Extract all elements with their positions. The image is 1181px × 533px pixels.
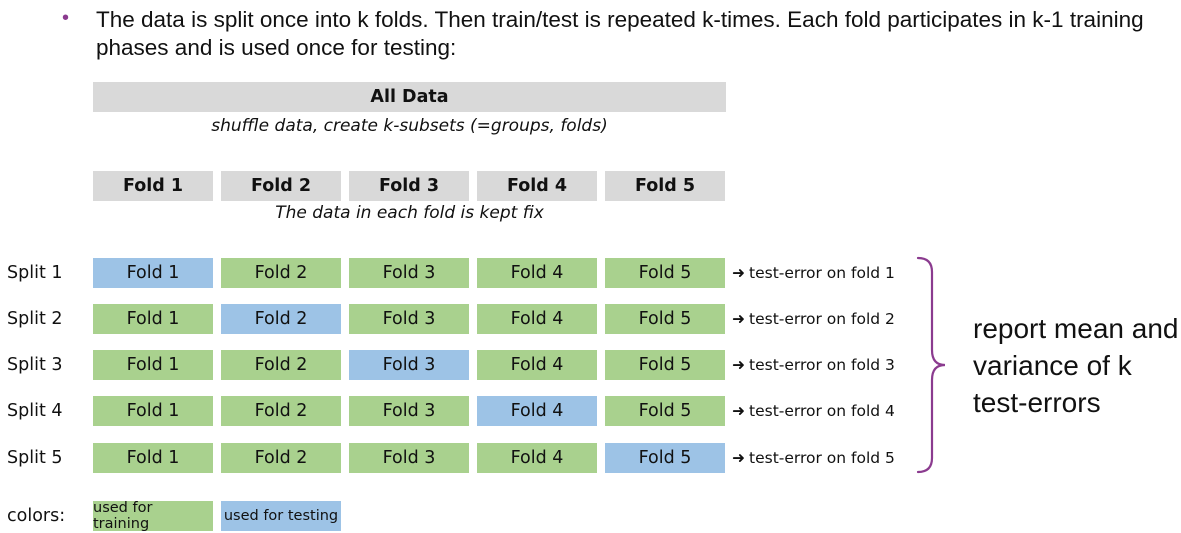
split-1-fold-4-train: Fold 4 — [477, 258, 597, 288]
all-data-bar: All Data — [93, 82, 726, 112]
split-4-fold-1-train: Fold 1 — [93, 396, 213, 426]
fold-header-3: Fold 3 — [349, 171, 469, 201]
bullet-text: The data is split once into k folds. The… — [96, 7, 1144, 60]
split-1-fold-1-test: Fold 1 — [93, 258, 213, 288]
split-5-fold-2-train: Fold 2 — [221, 443, 341, 473]
right-arrow-icon: ➜ — [732, 402, 745, 420]
split-result-text: test-error on fold 3 — [749, 356, 895, 374]
fold-header-1: Fold 1 — [93, 171, 213, 201]
split-result-text: test-error on fold 2 — [749, 310, 895, 328]
split-label-4: Split 4 — [7, 401, 63, 421]
split-3-fold-3-test: Fold 3 — [349, 350, 469, 380]
split-result-text: test-error on fold 4 — [749, 402, 895, 420]
fold-header-2: Fold 2 — [221, 171, 341, 201]
split-result-text: test-error on fold 5 — [749, 449, 895, 467]
split-label-3: Split 3 — [7, 355, 63, 375]
split-result-1: ➜test-error on fold 1 — [732, 258, 895, 288]
legend-testing-swatch: used for testing — [221, 501, 341, 531]
summary-text: report mean and variance of k test-error… — [973, 313, 1179, 418]
split-2-fold-3-train: Fold 3 — [349, 304, 469, 334]
split-label-5: Split 5 — [7, 448, 63, 468]
split-result-4: ➜test-error on fold 4 — [732, 396, 895, 426]
split-5-fold-4-train: Fold 4 — [477, 443, 597, 473]
split-1-fold-5-train: Fold 5 — [605, 258, 725, 288]
bullet-marker: • — [62, 7, 70, 29]
folds-caption: The data in each fold is kept fix — [275, 203, 544, 223]
split-3-fold-4-train: Fold 4 — [477, 350, 597, 380]
split-2-fold-4-train: Fold 4 — [477, 304, 597, 334]
split-2-fold-1-train: Fold 1 — [93, 304, 213, 334]
split-5-fold-1-train: Fold 1 — [93, 443, 213, 473]
fold-header-5: Fold 5 — [605, 171, 725, 201]
right-arrow-icon: ➜ — [732, 310, 745, 328]
split-1-fold-3-train: Fold 3 — [349, 258, 469, 288]
split-result-text: test-error on fold 1 — [749, 264, 895, 282]
split-1-fold-2-train: Fold 2 — [221, 258, 341, 288]
split-2-fold-5-train: Fold 5 — [605, 304, 725, 334]
split-3-fold-1-train: Fold 1 — [93, 350, 213, 380]
all-data-caption: shuffle data, create k-subsets (=groups,… — [211, 116, 608, 136]
split-5-fold-5-test: Fold 5 — [605, 443, 725, 473]
right-arrow-icon: ➜ — [732, 264, 745, 282]
split-2-fold-2-test: Fold 2 — [221, 304, 341, 334]
split-4-fold-5-train: Fold 5 — [605, 396, 725, 426]
fold-header-4: Fold 4 — [477, 171, 597, 201]
split-4-fold-3-train: Fold 3 — [349, 396, 469, 426]
split-result-3: ➜test-error on fold 3 — [732, 350, 895, 380]
right-arrow-icon: ➜ — [732, 449, 745, 467]
legend-training-swatch: used for training — [93, 500, 213, 532]
split-5-fold-3-train: Fold 3 — [349, 443, 469, 473]
right-arrow-icon: ➜ — [732, 356, 745, 374]
legend-label: colors: — [7, 506, 66, 526]
split-label-1: Split 1 — [7, 263, 63, 283]
split-3-fold-5-train: Fold 5 — [605, 350, 725, 380]
split-result-5: ➜test-error on fold 5 — [732, 443, 895, 473]
split-label-2: Split 2 — [7, 309, 63, 329]
split-4-fold-2-train: Fold 2 — [221, 396, 341, 426]
split-4-fold-4-test: Fold 4 — [477, 396, 597, 426]
split-result-2: ➜test-error on fold 2 — [732, 304, 895, 334]
split-3-fold-2-train: Fold 2 — [221, 350, 341, 380]
curly-brace — [916, 256, 946, 474]
